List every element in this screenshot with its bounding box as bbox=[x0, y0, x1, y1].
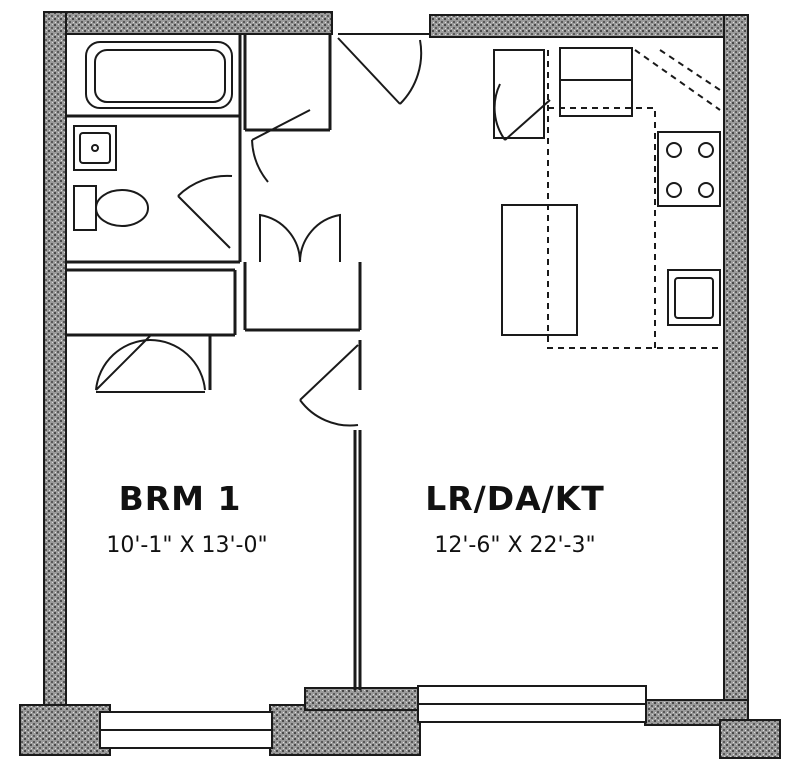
bathroom-sink bbox=[73, 125, 117, 171]
linen-closet-door bbox=[251, 109, 311, 183]
bedroom-dimensions: 10'-1" X 13'-0" bbox=[106, 533, 267, 558]
doors bbox=[299, 33, 551, 427]
cooktop bbox=[657, 131, 721, 207]
burner-4 bbox=[698, 182, 714, 198]
wall-right bbox=[723, 14, 749, 726]
entry-door bbox=[337, 37, 423, 105]
kitchen bbox=[493, 47, 724, 349]
burner-1 bbox=[666, 142, 682, 158]
refrigerator bbox=[559, 47, 633, 117]
wall-top-right bbox=[429, 14, 749, 38]
bathroom-door bbox=[177, 174, 233, 249]
bathroom bbox=[73, 41, 233, 249]
wall-left bbox=[43, 11, 67, 725]
wall-bottom-corner bbox=[719, 719, 781, 759]
hall-closet-doors bbox=[259, 213, 341, 263]
bedroom-closet-doors bbox=[95, 335, 206, 391]
living-dimensions: 12'-6" X 22'-3" bbox=[434, 533, 595, 558]
burner-3 bbox=[666, 182, 682, 198]
kitchen-island bbox=[501, 204, 578, 336]
kitchen-sink bbox=[667, 269, 721, 326]
bedroom-door bbox=[299, 344, 359, 427]
closets bbox=[95, 109, 341, 393]
interior-walls bbox=[66, 34, 362, 690]
toilet-bowl bbox=[95, 189, 149, 227]
pantry bbox=[493, 49, 545, 139]
wall-bottom-left bbox=[19, 704, 111, 756]
burner-2 bbox=[698, 142, 714, 158]
bedroom-name: BRM 1 bbox=[119, 479, 242, 518]
pantry-door bbox=[493, 83, 551, 141]
bathtub bbox=[85, 41, 233, 109]
toilet-tank bbox=[73, 185, 97, 231]
exterior-walls bbox=[19, 11, 781, 759]
living-name: LR/DA/KT bbox=[425, 479, 605, 518]
wall-bottom-mid-left bbox=[269, 704, 421, 756]
windows bbox=[99, 685, 647, 749]
wall-bottom-mid bbox=[304, 687, 421, 711]
wall-top-left bbox=[43, 11, 333, 35]
counter-outline bbox=[547, 50, 724, 349]
